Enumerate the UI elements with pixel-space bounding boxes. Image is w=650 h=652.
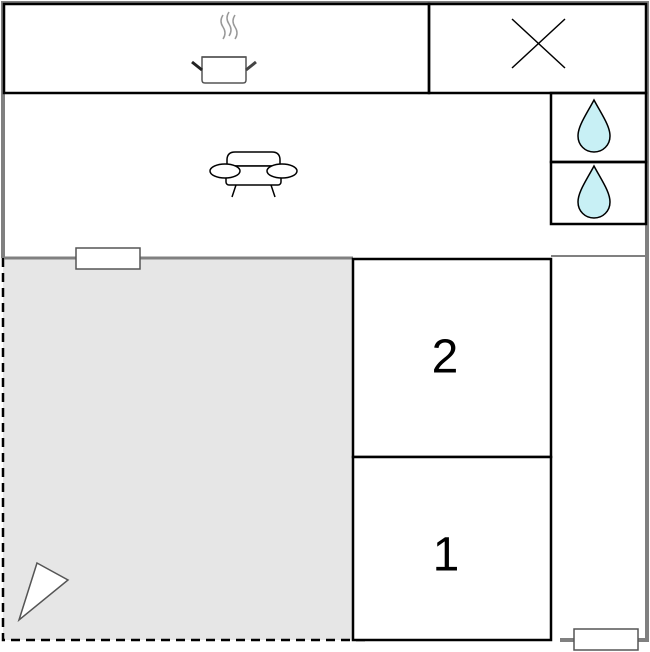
window-bottom bbox=[573, 628, 639, 651]
bedroom-1-label: 1 bbox=[433, 529, 460, 582]
bedroom-2-room bbox=[351, 257, 553, 459]
window-top bbox=[75, 247, 141, 270]
cooking-pot-icon bbox=[191, 11, 257, 84]
wc-room bbox=[427, 2, 648, 95]
water-drop-icon bbox=[577, 98, 611, 153]
cross-icon bbox=[511, 18, 566, 69]
corridor-wall bbox=[551, 224, 646, 258]
bedroom-1-room bbox=[351, 455, 553, 642]
bathroom-room-2 bbox=[549, 160, 648, 226]
water-drop-icon bbox=[577, 164, 611, 219]
bedroom-2-label: 2 bbox=[432, 331, 459, 384]
sofa-icon bbox=[209, 151, 298, 198]
terrace-dashed-edge bbox=[1, 258, 370, 642]
compass-pointer-icon bbox=[17, 561, 70, 623]
